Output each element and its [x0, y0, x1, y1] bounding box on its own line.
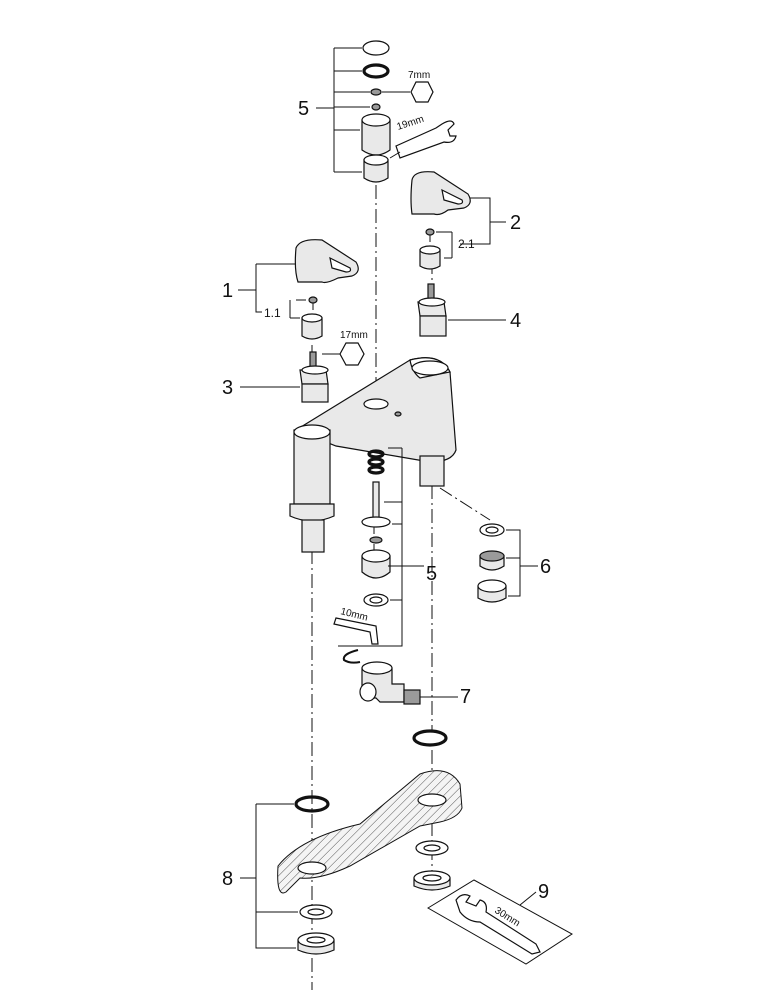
- part-o-ring-right: [412, 729, 448, 747]
- part-elbow-connector: [359, 661, 405, 703]
- callout-9: 9: [538, 881, 549, 903]
- part-left-nut: [297, 932, 335, 955]
- callout-1: 1: [222, 280, 233, 302]
- tool-label-7mm: 7mm: [408, 70, 430, 81]
- tool-label-19mm: 19mm: [396, 114, 426, 133]
- part-right-lever-handle: [410, 171, 471, 216]
- part-cap-disc: [362, 40, 390, 56]
- part-small-nut: [370, 88, 382, 111]
- bracket-1: [238, 263, 306, 319]
- callout-1-1: 1.1: [264, 306, 281, 320]
- part-right-cartridge: [417, 283, 447, 337]
- part-aerator-washer: [479, 523, 505, 537]
- bracket-5-top: [316, 47, 370, 173]
- part-faucet-body: [289, 357, 457, 553]
- part-left-lever-handle: [294, 239, 359, 284]
- callout-4: 4: [510, 310, 521, 332]
- tool-label-17mm: 17mm: [340, 330, 368, 341]
- part-left-cartridge: [299, 351, 329, 403]
- part-right-adapter: [419, 245, 441, 270]
- part-sleeve: [361, 113, 391, 156]
- callout-6: 6: [540, 556, 551, 578]
- bracket-6: [506, 529, 538, 597]
- wrench-30mm-icon: 30mm: [427, 879, 573, 965]
- callout-5-top: 5: [298, 98, 309, 120]
- part-right-nut: [413, 870, 451, 891]
- wrench-19mm-icon: 19mm: [389, 114, 457, 159]
- callout-2-1: 2.1: [458, 237, 475, 251]
- part-o-ring-top: [362, 63, 390, 79]
- part-diverter-washer: [363, 593, 389, 607]
- part-right-washer: [415, 840, 449, 856]
- part-left-screw: [308, 296, 318, 310]
- callout-7: 7: [460, 686, 471, 708]
- part-left-washer: [299, 904, 333, 920]
- part-diverter-spring: [367, 449, 385, 475]
- part-adapter-top: [363, 154, 389, 183]
- callout-8: 8: [222, 868, 233, 890]
- callout-3: 3: [222, 377, 233, 399]
- hex-key-7mm-icon: 7mm: [382, 70, 434, 103]
- bracket-8: [240, 803, 298, 949]
- part-aerator-housing: [477, 579, 507, 603]
- callout-2: 2: [510, 212, 521, 234]
- part-left-adapter: [301, 313, 323, 340]
- callout-5-mid: 5: [426, 563, 437, 585]
- part-o-ring-left: [294, 795, 330, 813]
- hex-key-17mm-icon: 17mm: [322, 330, 368, 366]
- part-diverter-housing: [361, 549, 391, 579]
- part-aerator-insert: [479, 550, 505, 571]
- part-elbow-insert: [403, 689, 421, 705]
- bracket-2: [436, 197, 506, 259]
- part-retaining-clip: [342, 649, 361, 664]
- bracket-5-mid: [338, 447, 424, 647]
- part-diverter-stem: [361, 481, 391, 544]
- part-deck-section: [277, 770, 463, 894]
- leader-9: [519, 891, 537, 906]
- part-right-screw: [425, 228, 435, 242]
- allen-key-10mm-icon: 10mm: [333, 606, 379, 645]
